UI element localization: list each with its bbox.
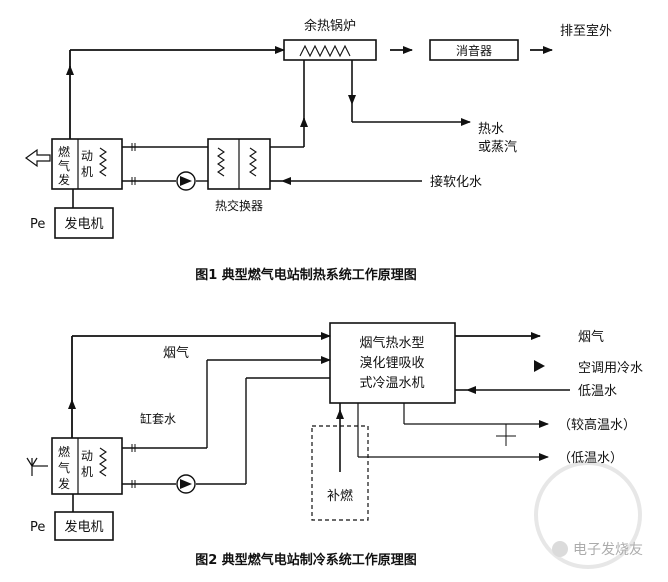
fig2-jacket-water-label: 缸套水 xyxy=(140,411,176,426)
fig1-engine-char1: 燃 xyxy=(58,144,70,159)
fig2-chiller-line2: 溴化锂吸收 xyxy=(359,356,424,371)
fig2-engine-char2: 气 xyxy=(58,460,70,475)
fig1-boiler-box xyxy=(283,39,377,61)
fig1-or-steam-label: 或蒸汽 xyxy=(478,140,517,155)
fig2-low-temp-water-out-label: （低温水） xyxy=(558,451,623,466)
fig1-generator-label: 发电机 xyxy=(64,216,103,232)
fig2-engine-coil xyxy=(99,447,107,477)
fig1-hot-water-label: 热水 xyxy=(478,122,504,137)
fig2-caption: 图2 典型燃气电站制冷系统工作原理图 xyxy=(195,552,417,568)
fig1-exhaust-arrow-icon xyxy=(24,148,51,168)
fig2-chiller-line1: 烟气热水型 xyxy=(359,335,424,351)
fig1-caption: 图1 典型燃气电站制热系统工作原理图 xyxy=(195,267,417,283)
fig2-afterburner-label: 补燃 xyxy=(327,488,353,504)
fig1-engine-char2: 气 xyxy=(58,158,70,173)
fig2-higher-temp-water-label: （较高温水） xyxy=(558,417,636,433)
fig2-flue-gas-out-label: 烟气 xyxy=(578,329,604,345)
fig2-low-temp-water-in-label: 低温水 xyxy=(578,384,617,399)
fig2-generator-box xyxy=(54,511,114,541)
fig2-chiller-line3: 式冷温水机 xyxy=(359,376,424,391)
fig1-generator-box xyxy=(54,207,114,239)
fig1-boiler-coil xyxy=(299,44,351,58)
fig1-engine-char5: 机 xyxy=(81,165,93,179)
fig1-pump-icon xyxy=(176,171,196,191)
fig1-engine-char4: 动 xyxy=(81,149,93,163)
fig1-engine-box xyxy=(51,138,123,190)
fig2-pe-label: Pe xyxy=(30,520,45,535)
fig1-engine-coil xyxy=(99,147,107,177)
fig2-engine-box xyxy=(51,437,123,495)
figure1: 燃 气 发 动 机 发电机 Pe 余热锅炉 消音器 排至室外 热水 或蒸汽 xyxy=(24,18,612,283)
fig2-engine-char5: 机 xyxy=(81,465,93,479)
fig1-boiler-label: 余热锅炉 xyxy=(304,18,356,34)
figure2: 烟气热水型 溴化锂吸收 式冷温水机 燃 气 发 动 机 发电机 Pe 烟气 xyxy=(26,322,643,568)
fig1-heat-exchanger-label: 热交换器 xyxy=(215,198,263,213)
fig2-generator-label: 发电机 xyxy=(64,519,103,535)
watermark-text: 电子发烧友 xyxy=(573,542,643,558)
fig1-engine-char3: 发 xyxy=(58,172,70,187)
watermark: 电子发烧友 xyxy=(534,461,643,569)
fig2-ac-chilled-water-label: 空调用冷水 xyxy=(578,361,643,376)
fig1-pe-label: Pe xyxy=(30,217,45,232)
fig1-muffler-label: 消音器 xyxy=(456,43,492,58)
fig2-flue-gas-in-label: 烟气 xyxy=(163,345,189,361)
fig1-exhaust-outdoor-label: 排至室外 xyxy=(560,23,612,39)
fig1-softened-water-label: 接软化水 xyxy=(430,174,482,190)
fig2-engine-char3: 发 xyxy=(58,476,70,491)
fig2-engine-char4: 动 xyxy=(81,449,93,463)
fig2-engine-char1: 燃 xyxy=(58,444,70,459)
fig2-pump-icon xyxy=(176,474,196,494)
fig1-muffler-box xyxy=(429,39,519,61)
